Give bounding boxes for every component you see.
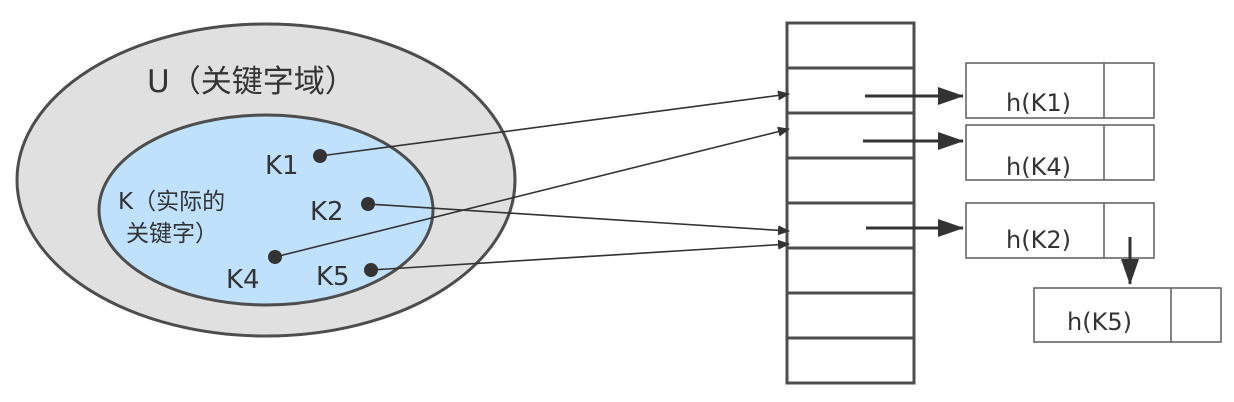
chain-node-k5: h(K5) [1033, 287, 1222, 343]
universe-label: U（关键字域） [147, 64, 356, 100]
arrow-k2-to-slot [367, 203, 790, 236]
key-label-k2: K2 [310, 197, 344, 227]
actual-keys-label-line2: 关键字） [126, 221, 218, 247]
actual-keys-label-line1: K（实际的 [118, 189, 225, 215]
key-label-k1: K1 [265, 151, 299, 181]
arrow-k5-to-slot [370, 239, 790, 271]
actual-keys-ellipse [97, 113, 435, 307]
chain-node-label-k1: h(K1) [1006, 89, 1071, 117]
hash-table [785, 21, 916, 385]
chain-node-k4: h(K4) [965, 124, 1155, 181]
chain-node-k1: h(K1) [965, 62, 1155, 119]
arrow-k1-to-slot [319, 90, 790, 157]
chain-node-k2: h(K2) [965, 202, 1155, 259]
arrow-k4-to-slot [274, 126, 790, 258]
chain-node-label-k2: h(K2) [1006, 226, 1071, 254]
key-label-k5: K5 [316, 262, 350, 292]
chain-node-label-k4: h(K4) [1006, 153, 1071, 181]
key-label-k4: K4 [226, 265, 260, 295]
chain-node-label-k5: h(K5) [1067, 308, 1132, 336]
